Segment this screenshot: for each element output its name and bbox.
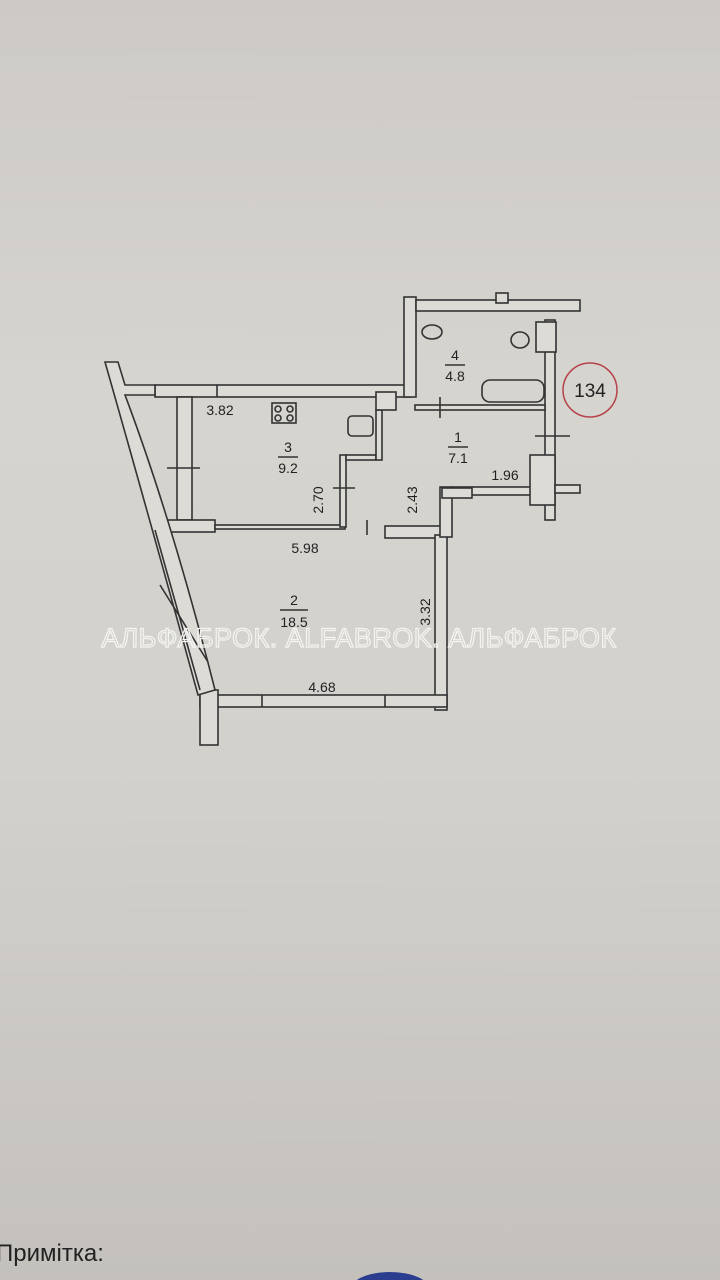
room-4-area: 4.8 — [445, 368, 465, 384]
room-1-number: 1 — [454, 429, 462, 445]
dim-room-bottom: 4.68 — [308, 679, 335, 695]
toilet-icon — [510, 331, 530, 349]
room-1-area: 7.1 — [448, 450, 468, 466]
fixtures — [167, 324, 570, 535]
room-2-number: 2 — [290, 592, 298, 608]
dim-kitchen-depth: 2.70 — [310, 486, 326, 513]
note-label: Примітка: — [0, 1240, 104, 1267]
unit-badge — [562, 362, 618, 418]
room-3-area: 9.2 — [278, 460, 298, 476]
room-3-number: 3 — [284, 439, 292, 455]
room-2-area: 18.5 — [280, 614, 307, 630]
unit-number: 134 — [574, 381, 606, 402]
walls — [103, 292, 581, 746]
washbasin-icon — [421, 324, 443, 340]
dim-hall-depth: 2.43 — [404, 486, 420, 513]
sink-icon — [347, 415, 374, 437]
watermark: АЛЬФАБРОК. ALFABROK. АЛЬФАБРОК — [101, 623, 616, 653]
dim-hall-width: 1.96 — [491, 467, 518, 483]
bathtub-icon — [481, 379, 545, 403]
stamp-mark — [356, 1272, 424, 1280]
dim-room-side: 3.32 — [417, 598, 433, 625]
room-4-number: 4 — [451, 347, 459, 363]
dim-room-top: 5.98 — [291, 540, 318, 556]
dim-kitchen-width: 3.82 — [206, 402, 233, 418]
